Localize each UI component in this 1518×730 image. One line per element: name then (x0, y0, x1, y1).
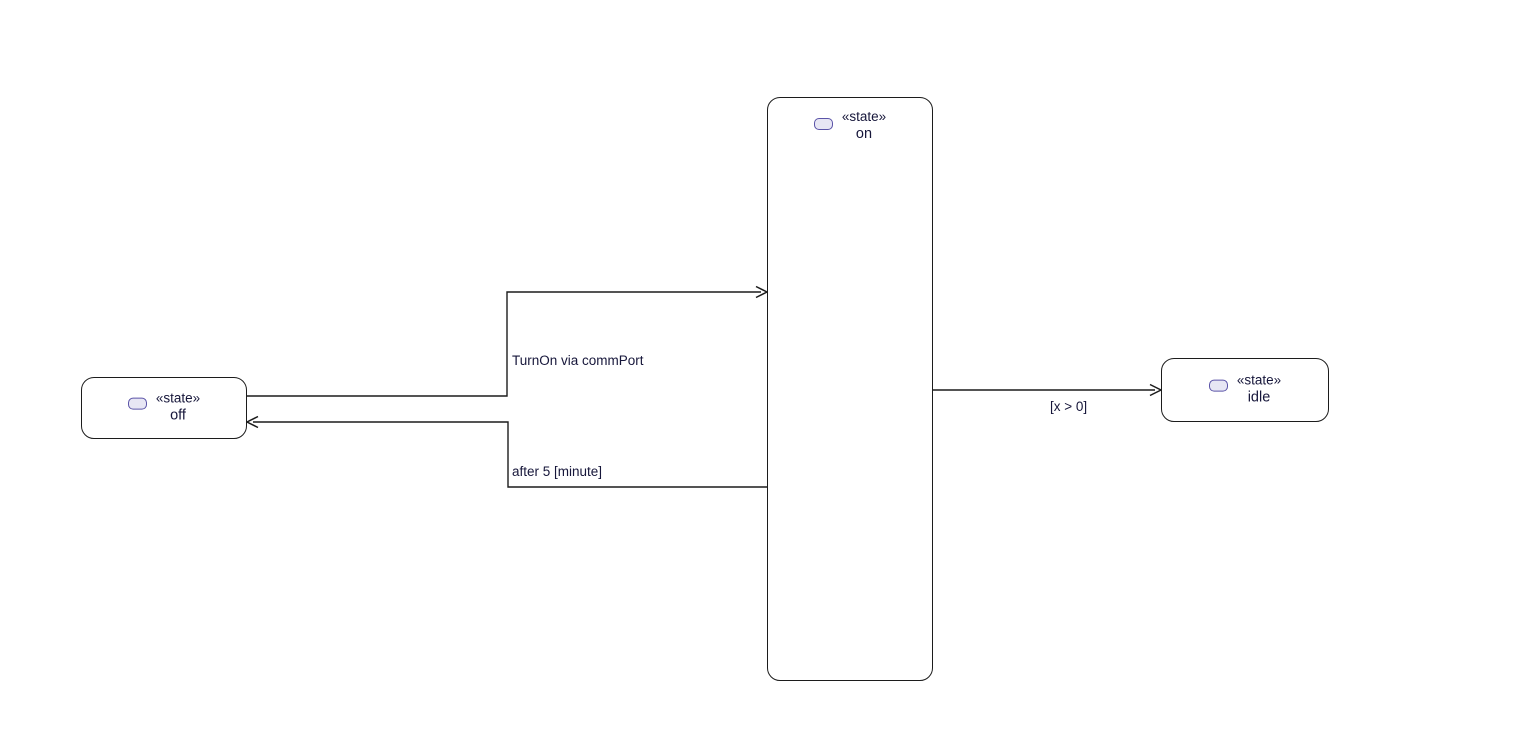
state-node-on[interactable]: «state»on (767, 97, 933, 681)
state-name: off (170, 407, 186, 424)
state-icon (127, 397, 147, 410)
state-node-off[interactable]: «state»off (81, 377, 247, 439)
state-header-off: «state»off (82, 391, 246, 426)
transition-label-on-to-off: after 5 [minute] (512, 464, 603, 479)
transition-on-to-idle[interactable] (933, 383, 1163, 397)
transition-on-to-off[interactable] (245, 415, 767, 488)
state-label-group-idle: «state»idle (1237, 373, 1281, 408)
state-name: on (855, 125, 873, 142)
state-node-idle[interactable]: «state»idle (1161, 358, 1329, 422)
state-label-group-off: «state»off (156, 391, 200, 426)
transition-off-to-on[interactable] (247, 285, 769, 397)
state-stereotype: «state» (1236, 372, 1282, 388)
state-icon (1208, 379, 1228, 392)
transition-line (253, 421, 767, 488)
state-stereotype: «state» (841, 109, 887, 124)
transition-label-off-to-on: TurnOn via commPort (512, 353, 644, 368)
state-label-group-on: «state»on (842, 109, 886, 144)
state-header-on: «state»on (768, 98, 932, 144)
state-header-idle: «state»idle (1162, 373, 1328, 408)
arrowhead-icon (245, 415, 259, 429)
state-icon (813, 118, 833, 130)
transition-label-on-to-idle: [x > 0] (1050, 399, 1088, 414)
transition-line (247, 291, 761, 397)
state-stereotype: «state» (155, 390, 201, 406)
state-name: idle (1247, 389, 1271, 406)
